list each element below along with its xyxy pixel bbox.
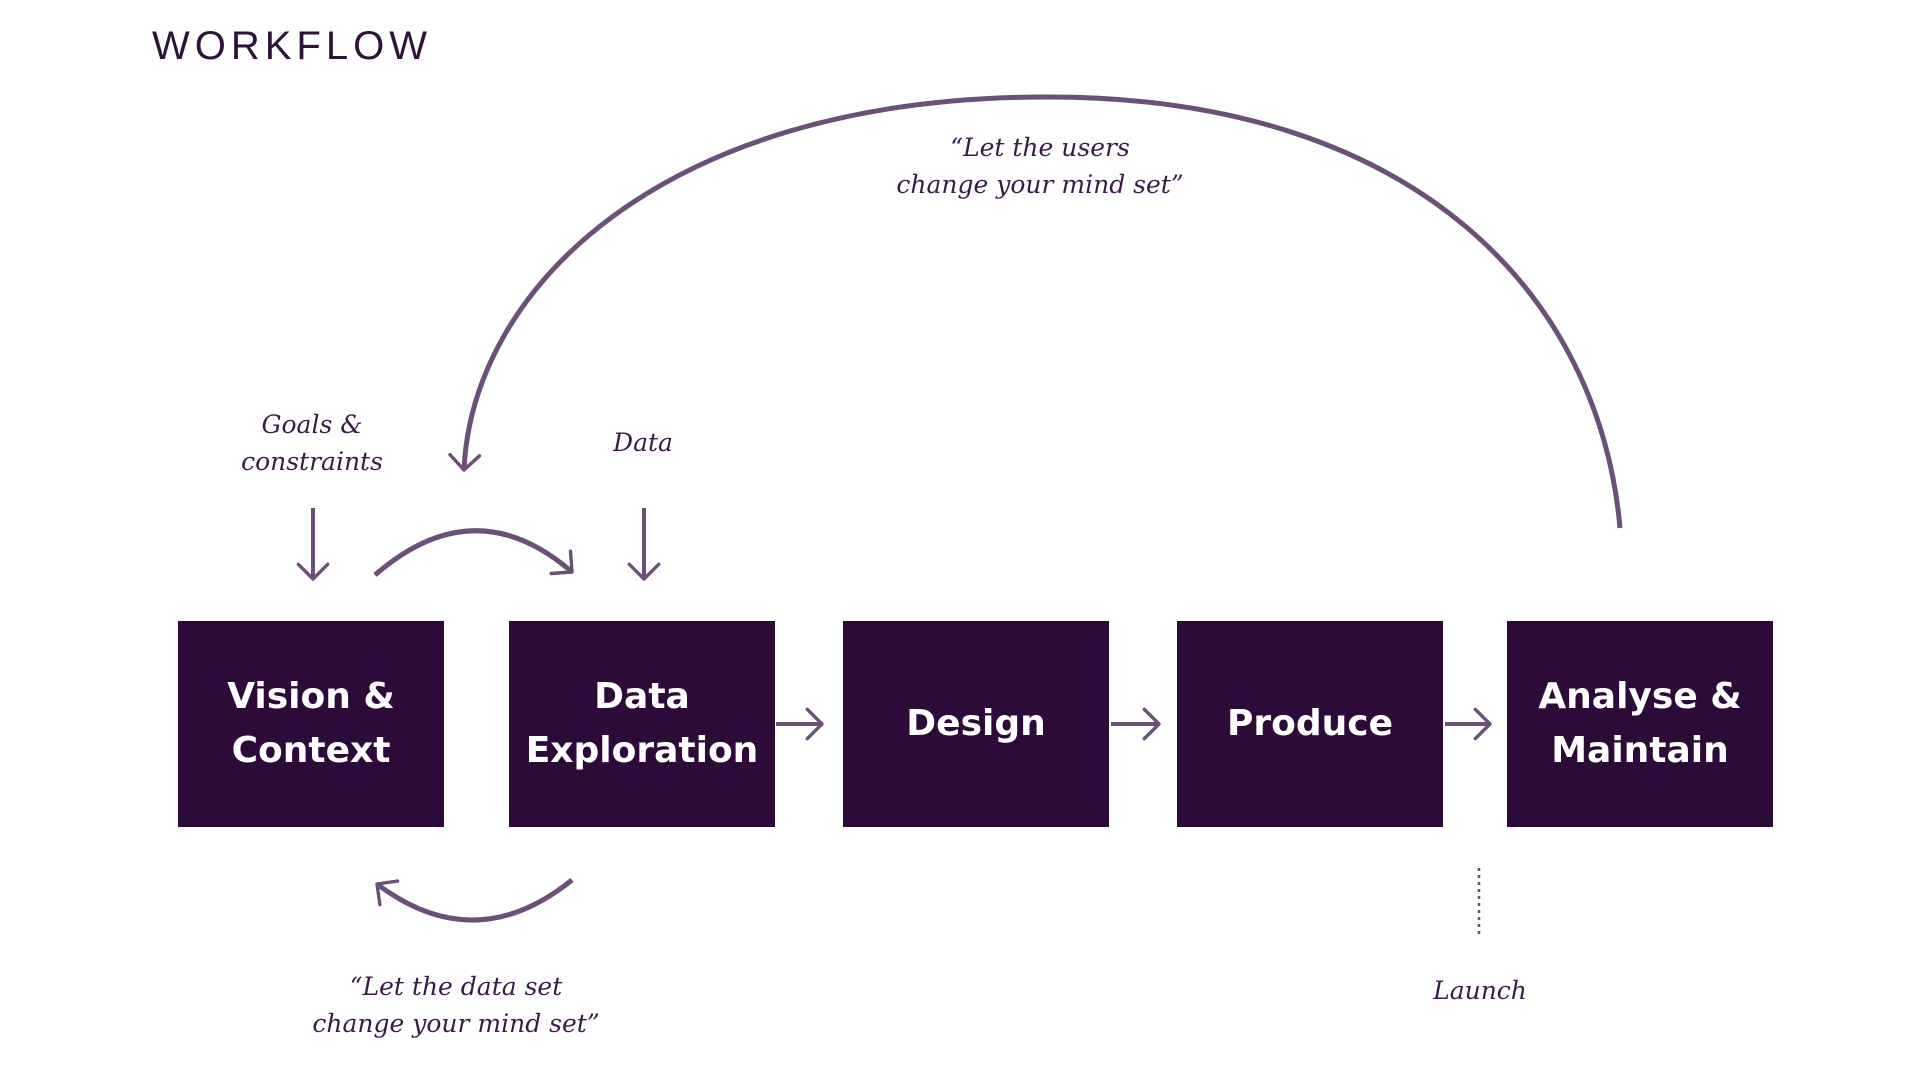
step-design: Design <box>843 621 1109 827</box>
users-feedback-arc <box>448 94 1623 529</box>
step-label: Data Exploration <box>525 676 759 771</box>
goals-constraints-label: Goals & constraints <box>241 410 383 476</box>
step-data-exploration: Data Exploration <box>509 621 775 827</box>
step-produce: Produce <box>1177 621 1443 827</box>
step-label: Analyse & Maintain <box>1538 676 1742 771</box>
page-title: WORKFLOW <box>152 24 432 68</box>
step-label: Vision & Context <box>227 676 395 771</box>
dataset-quote: “Let the data set change your mind set” <box>312 972 600 1038</box>
step-label: Design <box>906 703 1046 744</box>
vision-to-data-arc <box>373 528 574 577</box>
users-quote: “Let the users change your mind set” <box>896 133 1184 199</box>
data-input-label: Data <box>613 428 673 457</box>
launch-label: Launch <box>1433 976 1527 1005</box>
step-analyse-maintain: Analyse & Maintain <box>1507 621 1773 827</box>
step-label: Produce <box>1226 703 1394 744</box>
data-to-vision-arc <box>375 878 574 923</box>
step-vision-context: Vision & Context <box>178 621 444 827</box>
